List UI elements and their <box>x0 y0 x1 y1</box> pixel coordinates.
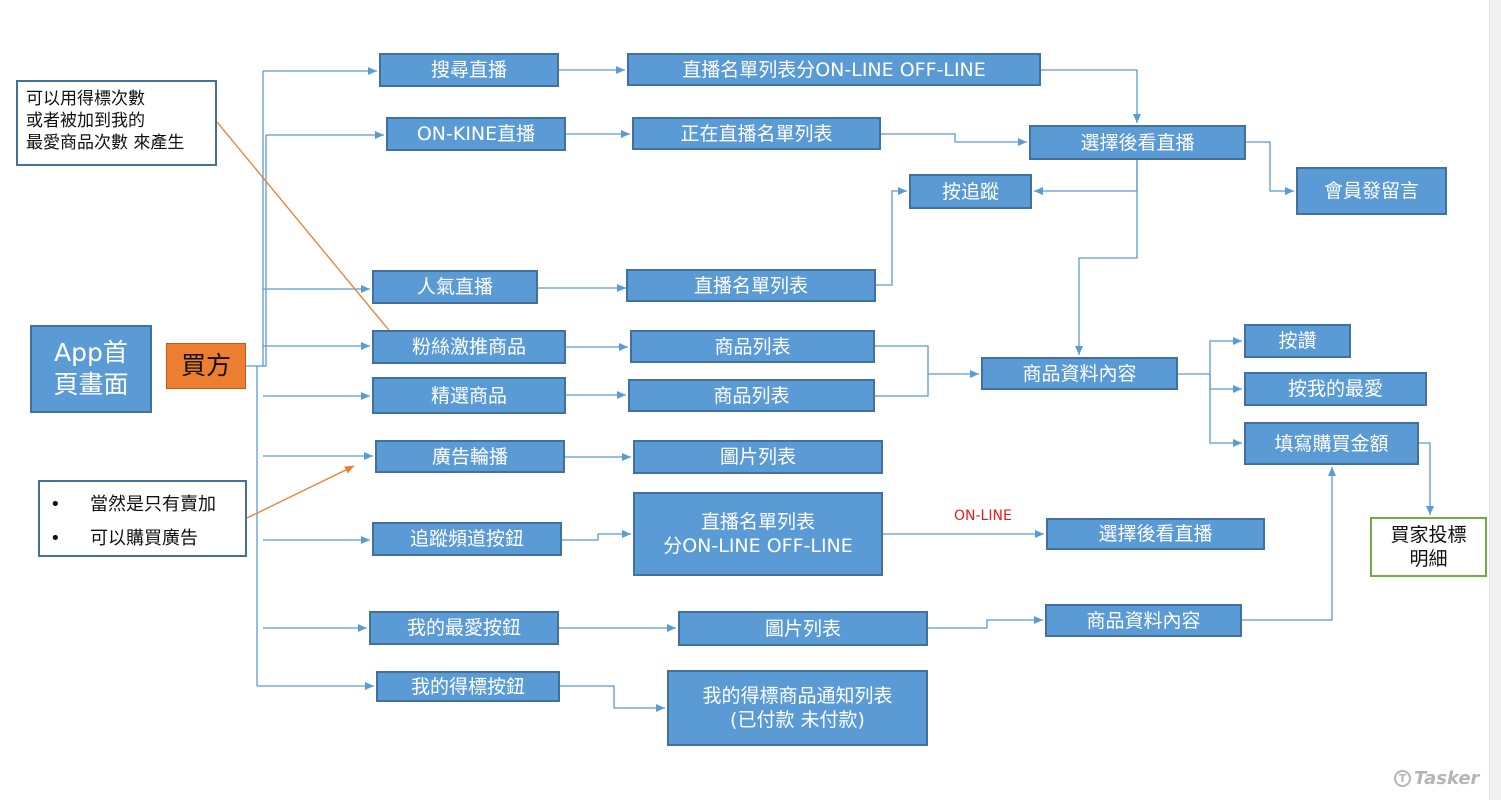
node-image-list-1[interactable]: 圖片列表 <box>633 440 883 474</box>
node-product-detail[interactable]: 商品資料內容 <box>981 357 1178 390</box>
watermark-text: Tasker <box>1414 768 1480 789</box>
vertical-scrollbar[interactable] <box>1489 0 1501 800</box>
annotation-arrow <box>246 465 355 519</box>
flow-connector <box>928 616 1043 629</box>
node-my-win-button[interactable]: 我的得標按鈕 <box>376 671 560 702</box>
node-product-detail-2[interactable]: 商品資料內容 <box>1045 604 1242 637</box>
node-image-list-2[interactable]: 圖片列表 <box>678 611 928 646</box>
node-member-comment[interactable]: 會員發留言 <box>1296 167 1447 215</box>
flow-connector <box>562 530 631 541</box>
node-my-favorite-button[interactable]: 我的最愛按鈕 <box>369 611 559 645</box>
node-search-live[interactable]: 搜尋直播 <box>379 53 559 87</box>
watermark: T Tasker <box>1394 768 1479 789</box>
node-choose-watch-live[interactable]: 選擇後看直播 <box>1029 125 1246 160</box>
node-now-live-list[interactable]: 正在直播名單列表 <box>632 117 881 150</box>
flow-connector <box>1209 374 1242 393</box>
flow-connector <box>1246 141 1294 195</box>
flow-connector <box>1178 337 1242 375</box>
node-buyer-bid-detail[interactable]: 買家投標 明細 <box>1370 517 1487 577</box>
tasker-logo-icon: T <box>1394 770 1411 787</box>
node-press-like[interactable]: 按讚 <box>1244 324 1351 358</box>
flow-connector <box>1242 467 1336 621</box>
node-buyer[interactable]: 買方 <box>166 343 246 389</box>
annotation-note-ranking: 可以用得標次數 或者被加到我的 最愛商品次數 來產生 <box>16 80 217 166</box>
node-live-list-online-offline[interactable]: 直播名單列表分ON-LINE OFF-LINE <box>627 53 1041 86</box>
node-featured-products[interactable]: 精選商品 <box>372 377 566 414</box>
flow-connector <box>875 345 979 378</box>
flow-connector <box>881 133 1027 146</box>
node-live-list-online-offline-2[interactable]: 直播名單列表 分ON-LINE OFF-LINE <box>633 492 883 576</box>
flow-connector <box>1034 160 1138 195</box>
node-ad-carousel[interactable]: 廣告輪播 <box>375 440 565 473</box>
node-online-live[interactable]: ON-KINE直播 <box>386 117 566 151</box>
flow-connector <box>875 374 929 397</box>
note-bullet: 當然是只有賣加 <box>50 488 237 522</box>
note-bullet: 可以購買廣告 <box>50 522 237 556</box>
node-app-home[interactable]: App首 頁畫面 <box>30 325 152 413</box>
flow-connector <box>876 187 907 286</box>
flow-connector <box>1075 160 1138 355</box>
flow-connector <box>1209 374 1242 447</box>
node-fill-purchase-amount[interactable]: 填寫購買金額 <box>1244 422 1419 465</box>
annotation-note-ads: 當然是只有賣加 可以購買廣告 <box>38 480 247 557</box>
flow-connector <box>1041 69 1141 123</box>
annotation-arrow <box>216 121 398 341</box>
flow-connector <box>246 71 267 686</box>
node-product-list-1[interactable]: 商品列表 <box>630 330 875 363</box>
node-press-follow[interactable]: 按追蹤 <box>909 174 1032 209</box>
node-popular-live[interactable]: 人氣直播 <box>372 270 538 304</box>
node-choose-watch-live-2[interactable]: 選擇後看直播 <box>1046 518 1265 550</box>
node-product-list-2[interactable]: 商品列表 <box>628 379 875 412</box>
edge-label-online: ON-LINE <box>954 508 1012 524</box>
node-win-notice-list[interactable]: 我的得標商品通知列表 (已付款 未付款) <box>667 670 928 746</box>
node-press-my-favorite[interactable]: 按我的最愛 <box>1244 372 1427 406</box>
node-live-list[interactable]: 直播名單列表 <box>626 269 876 302</box>
flow-connector <box>560 685 665 712</box>
node-follow-channel-button[interactable]: 追蹤頻道按鈕 <box>372 522 562 556</box>
node-fan-push-products[interactable]: 粉絲激推商品 <box>372 330 566 364</box>
flow-connector <box>1419 442 1434 515</box>
